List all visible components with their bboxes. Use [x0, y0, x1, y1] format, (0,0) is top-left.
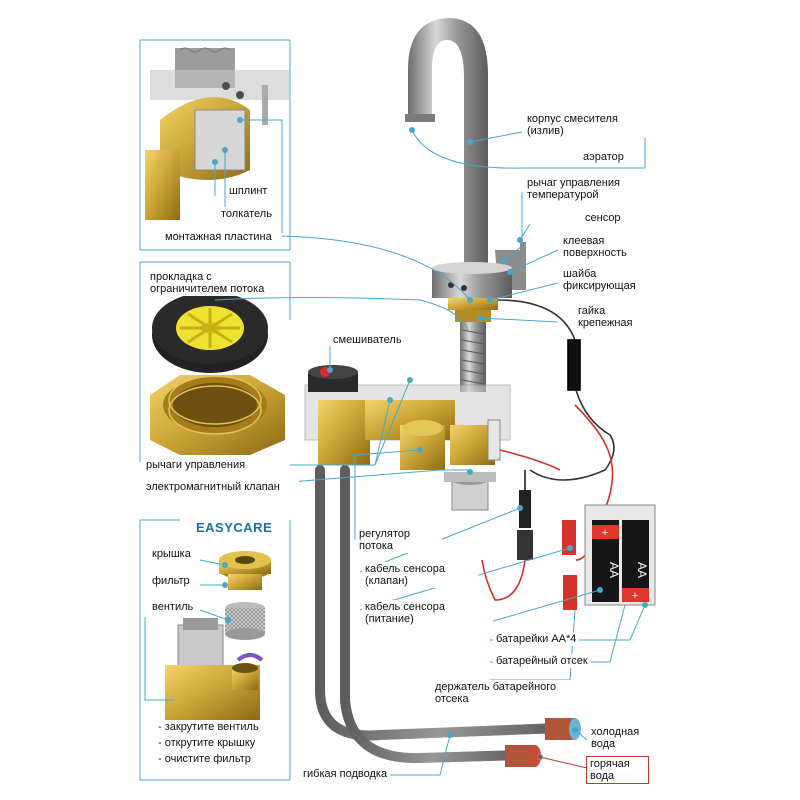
battery-plus-mark-2: + — [632, 590, 638, 602]
mount-assembly-illustration — [145, 47, 290, 220]
inset-mount-frame — [139, 39, 291, 251]
label-solenoid-valve: электромагнитный клапан — [143, 480, 299, 494]
faucet-spout — [405, 18, 488, 275]
callout-lines — [144, 117, 648, 776]
battery-plus-mark: + — [602, 527, 608, 539]
label-valve: вентиль — [149, 600, 197, 614]
label-mixer: смешиватель — [330, 333, 405, 347]
cap-illustration — [219, 551, 271, 590]
label-filter: фильтр — [149, 574, 193, 588]
cable-connectors — [517, 490, 577, 610]
valve-illustration — [165, 618, 264, 720]
flex-hoses — [315, 465, 565, 764]
battery-type-mark: AA — [607, 562, 621, 578]
label-glue-surface: клеевая поверхность — [560, 234, 651, 260]
label-flex-hose: гибкая подводка — [300, 767, 391, 781]
label-control-levers: рычаги управления — [143, 458, 249, 472]
label-mount-nut: гайка крепежная — [575, 304, 653, 330]
label-batteries: батарейки AA*4 — [493, 632, 580, 646]
label-sensor: сенсор — [582, 211, 624, 225]
label-sensor-cable-valve: кабель сенсора (клапан) — [362, 562, 478, 588]
easycare-step-3: - очистите фильтр — [158, 753, 251, 765]
label-mount-plate: монтажная пластина — [162, 230, 275, 244]
label-pusher: толкатель — [218, 207, 275, 221]
hose-nuts — [505, 718, 581, 767]
label-battery-holder: держатель батарейного отсека — [432, 680, 583, 706]
filter-illustration — [225, 602, 265, 640]
battery-type-mark-2: AA — [635, 562, 649, 578]
nut-thread-illustration — [150, 375, 285, 455]
label-cap: крышка — [149, 547, 194, 561]
label-sensor-cable-power: кабель сенсора (питание) — [362, 600, 493, 626]
easycare-brand: EASYCARE — [196, 520, 273, 535]
label-aerator: аэратор — [580, 150, 627, 164]
label-flow-gasket: прокладка с ограничителем потока — [147, 270, 288, 296]
label-lock-washer: шайба фиксирующая — [560, 267, 651, 293]
easycare-step-1: - закрутите вентиль — [158, 721, 259, 733]
easycare-step-2: - открутите крышку — [158, 737, 256, 749]
label-battery-box: батарейный отсек — [493, 654, 591, 668]
battery-box-illustration: + + AA AA — [584, 504, 656, 606]
label-temp-lever: рычаг управления температурой — [524, 176, 650, 202]
label-spout-body: корпус смесителя (излив) — [524, 112, 650, 138]
label-cotter-pin: шплинт — [226, 184, 271, 198]
label-flow-regulator: регулятор потока — [356, 527, 442, 553]
faucet-base — [432, 262, 512, 392]
mixer-block-illustration — [308, 365, 501, 470]
label-cold-water: холодная вода — [588, 725, 649, 751]
label-hot-water: горячая вода — [586, 756, 649, 784]
inset-gasket-frame — [139, 261, 291, 462]
inset-easycare-frame — [139, 519, 291, 781]
solenoid-valve-illustration — [444, 472, 496, 511]
gasket-illustration — [152, 292, 268, 373]
wires — [481, 299, 615, 601]
